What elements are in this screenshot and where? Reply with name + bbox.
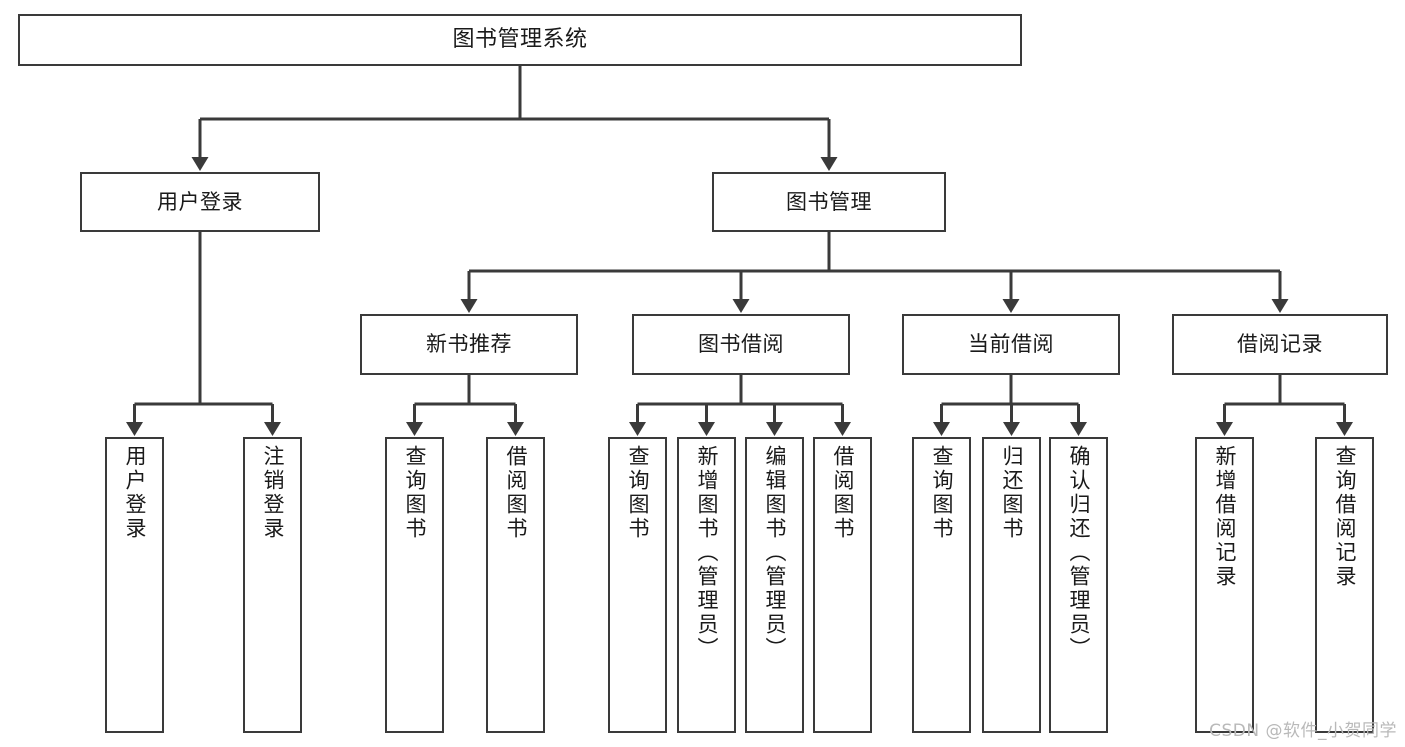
node-leaf-logout[interactable]: 注销登录 (243, 437, 302, 733)
node-leaf-query-book-c[interactable]: 查询图书 (912, 437, 971, 733)
node-leaf-query-borrow-record[interactable]: 查询借阅记录 (1315, 437, 1374, 733)
node-label: 图书借阅 (698, 332, 784, 357)
node-label: 借阅记录 (1237, 332, 1323, 357)
node-leaf-user-login[interactable]: 用户登录 (105, 437, 164, 733)
node-label: 图书管理 (786, 189, 872, 214)
node-label: 查询图书 (930, 445, 954, 541)
node-label: 确认归还（管理员） (1067, 445, 1091, 661)
node-label: 新增图书（管理员） (695, 445, 719, 661)
node-leaf-edit-book[interactable]: 编辑图书（管理员） (745, 437, 804, 733)
node-leaf-query-book-a[interactable]: 查询图书 (385, 437, 444, 733)
node-label: 查询借阅记录 (1333, 445, 1357, 589)
node-label: 编辑图书（管理员） (763, 445, 787, 661)
node-leaf-return-book[interactable]: 归还图书 (982, 437, 1041, 733)
node-label: 用户登录 (123, 445, 147, 541)
node-label: 注销登录 (261, 445, 285, 541)
node-leaf-borrow-book-b[interactable]: 借阅图书 (813, 437, 872, 733)
node-leaf-add-book[interactable]: 新增图书（管理员） (677, 437, 736, 733)
node-label: 借阅图书 (504, 445, 528, 541)
node-label: 查询图书 (626, 445, 650, 541)
node-label: 新增借阅记录 (1213, 445, 1237, 589)
node-leaf-add-borrow-record[interactable]: 新增借阅记录 (1195, 437, 1254, 733)
node-book-manage[interactable]: 图书管理 (712, 172, 946, 232)
node-label: 新书推荐 (426, 332, 512, 357)
node-label: 借阅图书 (831, 445, 855, 541)
node-root[interactable]: 图书管理系统 (18, 14, 1022, 66)
node-label: 查询图书 (403, 445, 427, 541)
node-label: 当前借阅 (968, 332, 1054, 357)
node-current-borrow[interactable]: 当前借阅 (902, 314, 1120, 375)
node-label: 图书管理系统 (452, 27, 588, 53)
node-label: 归还图书 (1000, 445, 1024, 541)
node-new-book-recommend[interactable]: 新书推荐 (360, 314, 578, 375)
node-borrow-record[interactable]: 借阅记录 (1172, 314, 1388, 375)
watermark: CSDN @软件_小贺同学 (1209, 721, 1397, 741)
node-leaf-confirm-return[interactable]: 确认归还（管理员） (1049, 437, 1108, 733)
node-book-borrow[interactable]: 图书借阅 (632, 314, 850, 375)
node-user-login[interactable]: 用户登录 (80, 172, 320, 232)
node-leaf-query-book-b[interactable]: 查询图书 (608, 437, 667, 733)
node-label: 用户登录 (157, 189, 243, 214)
node-leaf-borrow-book-a[interactable]: 借阅图书 (486, 437, 545, 733)
